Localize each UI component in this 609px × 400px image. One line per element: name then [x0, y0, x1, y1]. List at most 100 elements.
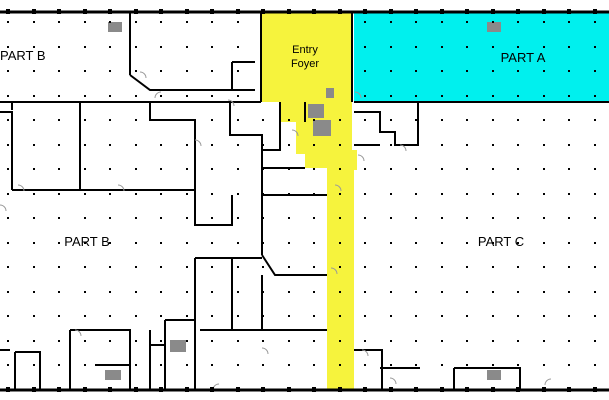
- column-dot: [568, 21, 570, 23]
- column-dot: [466, 193, 468, 195]
- column-dot: [594, 242, 596, 244]
- column-dot: [211, 242, 213, 244]
- column-dot: [211, 144, 213, 146]
- column-dot: [7, 168, 9, 170]
- column-dot: [364, 291, 366, 293]
- column-dot: [84, 340, 86, 342]
- column-dot: [160, 193, 162, 195]
- column-dot: [33, 291, 35, 293]
- column-dot: [160, 217, 162, 219]
- wall-column: [83, 9, 87, 14]
- column-dot: [364, 70, 366, 72]
- column-dot: [84, 242, 86, 244]
- entry-foyer-zone[interactable]: [261, 12, 357, 390]
- column-dot: [186, 21, 188, 23]
- column-dot: [466, 364, 468, 366]
- column-dot: [237, 291, 239, 293]
- column-dot: [7, 46, 9, 48]
- column-dot: [211, 291, 213, 293]
- column-dot: [109, 70, 111, 72]
- wall-column: [134, 387, 138, 392]
- column-dot: [568, 144, 570, 146]
- column-dot: [84, 21, 86, 23]
- column-dot: [441, 168, 443, 170]
- column-dot: [517, 266, 519, 268]
- wall-column: [542, 387, 546, 392]
- wall-column: [185, 9, 189, 14]
- column-dot: [84, 119, 86, 121]
- column-dot: [135, 291, 137, 293]
- column-dot: [364, 364, 366, 366]
- column-dot: [492, 315, 494, 317]
- column-dot: [390, 291, 392, 293]
- column-dot: [135, 95, 137, 97]
- column-dot: [7, 193, 9, 195]
- column-dot: [313, 242, 315, 244]
- column-dot: [186, 340, 188, 342]
- column-dot: [160, 95, 162, 97]
- stair-block: [487, 370, 501, 380]
- column-dot: [517, 217, 519, 219]
- column-dot: [364, 168, 366, 170]
- column-dot: [58, 144, 60, 146]
- column-dot: [237, 266, 239, 268]
- column-dot: [135, 144, 137, 146]
- column-dot: [543, 340, 545, 342]
- part-a-label: PART A: [501, 50, 546, 65]
- column-dot: [492, 266, 494, 268]
- wall-column: [465, 387, 469, 392]
- column-dot: [58, 70, 60, 72]
- column-dot: [415, 21, 417, 23]
- column-dot: [7, 266, 9, 268]
- stair-block: [105, 370, 121, 380]
- column-dot: [441, 144, 443, 146]
- column-dot: [186, 95, 188, 97]
- column-dot: [517, 95, 519, 97]
- column-dot: [84, 193, 86, 195]
- wall-column: [6, 9, 10, 14]
- column-dot: [160, 46, 162, 48]
- column-dot: [288, 266, 290, 268]
- column-dot: [33, 21, 35, 23]
- column-dot: [186, 119, 188, 121]
- column-dot: [7, 70, 9, 72]
- column-dot: [237, 95, 239, 97]
- column-dot: [517, 21, 519, 23]
- column-dot: [415, 193, 417, 195]
- wall-column: [465, 9, 469, 14]
- column-dot: [7, 242, 9, 244]
- wall-column: [567, 9, 571, 14]
- column-dot: [135, 46, 137, 48]
- column-dot: [135, 21, 137, 23]
- column-dot: [517, 340, 519, 342]
- column-dot: [160, 364, 162, 366]
- column-dot: [339, 364, 341, 366]
- column-dot: [33, 46, 35, 48]
- column-dot: [568, 46, 570, 48]
- column-dot: [466, 217, 468, 219]
- column-dot: [160, 168, 162, 170]
- column-dot: [594, 144, 596, 146]
- stair-block: [313, 120, 331, 136]
- column-dot: [415, 46, 417, 48]
- column-dot: [492, 70, 494, 72]
- column-dot: [7, 217, 9, 219]
- column-dot: [313, 144, 315, 146]
- column-dot: [288, 119, 290, 121]
- column-dot: [109, 266, 111, 268]
- part-a-zone[interactable]: [354, 12, 609, 102]
- column-dot: [466, 119, 468, 121]
- column-dot: [568, 119, 570, 121]
- column-dot: [543, 144, 545, 146]
- column-dot: [160, 70, 162, 72]
- column-dot: [135, 119, 137, 121]
- column-dot: [262, 144, 264, 146]
- column-dot: [441, 119, 443, 121]
- column-dot: [84, 315, 86, 317]
- column-dot: [390, 144, 392, 146]
- wall-column: [389, 9, 393, 14]
- column-dot: [313, 168, 315, 170]
- column-dot: [288, 291, 290, 293]
- column-dot: [492, 242, 494, 244]
- column-dot: [237, 242, 239, 244]
